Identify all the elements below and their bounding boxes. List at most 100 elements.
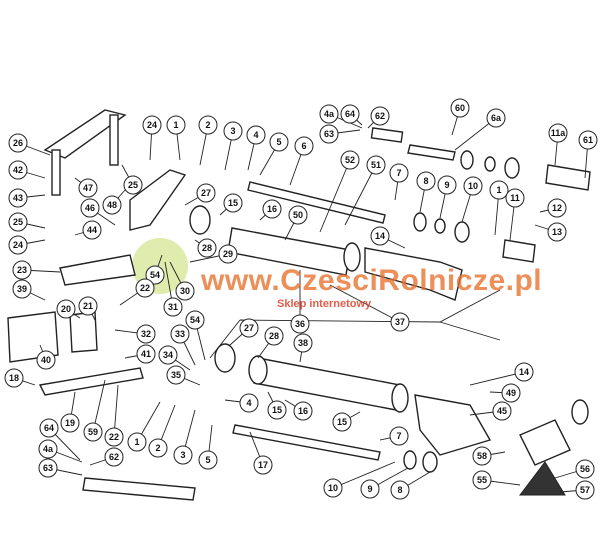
- callout-circle: [370, 106, 390, 126]
- callout-4: 4: [246, 125, 266, 171]
- callout-60: 60: [450, 98, 470, 136]
- callout-circle: [8, 188, 28, 208]
- callout-49: 49: [489, 383, 521, 403]
- callout-circle: [366, 155, 386, 175]
- callout-label: 2: [155, 443, 160, 453]
- callout-64: 64: [340, 104, 363, 126]
- callout-circle: [198, 115, 218, 135]
- callout-label: 5: [205, 455, 210, 465]
- callout-label: 12: [552, 203, 562, 213]
- callout-29: 29: [189, 244, 238, 264]
- callout-2: 2: [148, 404, 176, 458]
- bearing-9: [403, 450, 417, 470]
- callout-25: 25: [8, 212, 46, 232]
- callout-label: 2: [205, 120, 210, 130]
- callout-label: 40: [41, 355, 51, 365]
- callout-label: 7: [396, 431, 401, 441]
- callout-3: 3: [223, 121, 243, 171]
- callout-circle: [102, 195, 122, 215]
- callout-circle: [198, 450, 218, 470]
- callout-11a: 11a: [548, 123, 568, 166]
- callout-circle: [104, 427, 124, 447]
- callout-circle: [575, 459, 595, 479]
- callout-label: 21: [83, 301, 93, 311]
- flange: [343, 242, 361, 272]
- callout-32: 32: [114, 324, 156, 344]
- callout-label: 27: [201, 188, 211, 198]
- callout-51: 51: [344, 155, 386, 226]
- callout-label: 51: [371, 160, 381, 170]
- callout-62: 62: [89, 447, 124, 467]
- callout-label: 5: [276, 137, 281, 147]
- callout-circle: [4, 368, 24, 388]
- callout-circle: [8, 212, 28, 232]
- callout-label: 16: [267, 204, 277, 214]
- callout-label: 62: [109, 452, 119, 462]
- callout-label: 31: [168, 302, 178, 312]
- callout-label: 35: [171, 370, 181, 380]
- callout-10: 10: [461, 176, 483, 223]
- callout-label: 23: [17, 265, 27, 275]
- callout-circle: [163, 297, 183, 317]
- callout-circle: [505, 188, 525, 208]
- callout-circle: [389, 163, 409, 183]
- callout-label: 45: [497, 406, 507, 416]
- callout-circle: [501, 383, 521, 403]
- callout-61: 61: [578, 130, 598, 179]
- callout-circle: [185, 310, 205, 330]
- callout-circle: [123, 175, 143, 195]
- callout-26: 26: [8, 133, 51, 156]
- cap: [571, 399, 589, 425]
- callout-58: 58: [472, 446, 506, 466]
- callout-circle: [239, 393, 259, 413]
- callout-6a: 6a: [454, 108, 506, 151]
- callout-label: 41: [141, 349, 151, 359]
- callout-46: 46: [80, 198, 116, 226]
- callout-59: 59: [83, 379, 106, 442]
- callout-label: 32: [141, 329, 151, 339]
- callout-23: 23: [12, 260, 61, 280]
- callout-label: 19: [65, 418, 75, 428]
- shaft-6: [247, 181, 386, 224]
- callout-label: 1: [173, 120, 178, 130]
- callout-27: 27: [184, 183, 216, 206]
- callout-circle: [12, 279, 32, 299]
- callout-label: 22: [109, 432, 119, 442]
- callout-circle: [290, 314, 310, 334]
- callout-label: 15: [272, 405, 282, 415]
- callout-circle: [104, 447, 124, 467]
- callout-5: 5: [259, 132, 289, 176]
- callout-circle: [293, 333, 313, 353]
- callout-label: 6: [301, 141, 306, 151]
- callout-circle: [78, 178, 98, 198]
- callout-circle: [319, 104, 339, 124]
- callout-label: 14: [519, 367, 529, 377]
- callout-8: 8: [390, 471, 431, 500]
- callout-circle: [262, 199, 282, 219]
- callout-label: 3: [180, 450, 185, 460]
- bearing-8-lower: [422, 451, 438, 473]
- callout-16: 16: [259, 199, 282, 221]
- callout-label: 1: [496, 185, 501, 195]
- callout-4: 4: [224, 393, 259, 413]
- callout-label: 52: [345, 155, 355, 165]
- callout-4a: 4a: [38, 439, 83, 463]
- callout-circle: [36, 350, 56, 370]
- seal-9: [434, 218, 446, 234]
- callout-circle: [253, 455, 273, 475]
- callout-circle: [196, 183, 216, 203]
- callout-label: 46: [85, 203, 95, 213]
- callout-39: 39: [12, 279, 46, 301]
- callout-circle: [136, 344, 156, 364]
- callout-circle: [218, 244, 238, 264]
- callout-circle: [293, 401, 313, 421]
- callout-circle: [175, 281, 195, 301]
- callout-circle: [294, 136, 314, 156]
- callout-1: 1: [489, 180, 509, 236]
- callout-9: 9: [360, 467, 409, 499]
- callout-label: 4a: [324, 109, 335, 119]
- callout-label: 15: [228, 198, 238, 208]
- callout-label: 47: [83, 183, 93, 193]
- callout-label: 60: [455, 103, 465, 113]
